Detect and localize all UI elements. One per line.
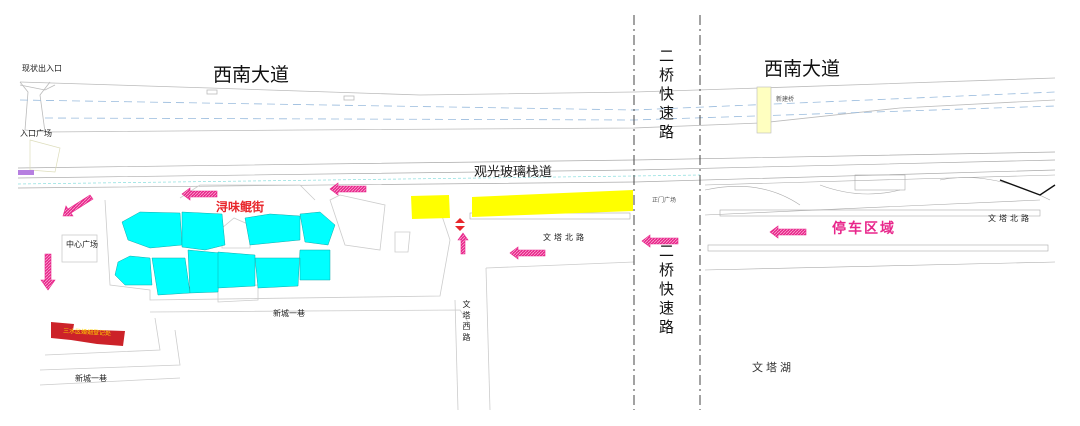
arrow-left-icon xyxy=(509,246,546,260)
road-label-glass-walkway: 观光玻璃栈道 xyxy=(474,165,553,180)
label-existing-entrance: 现状出入口 xyxy=(22,64,62,73)
arrow-left-icon xyxy=(769,225,807,239)
entrance-marker xyxy=(18,170,34,175)
road-label-xincheng-lane: 新城一巷 xyxy=(273,309,305,318)
road-label-xincheng-lane-west: 新城一巷 xyxy=(75,374,107,383)
arrow-left-icon xyxy=(181,187,218,201)
yellow-block-large xyxy=(472,190,633,217)
new-bridge xyxy=(756,86,772,134)
road-label-erqiao-south: 二桥快速路 xyxy=(657,243,675,338)
two-way-marker-icon xyxy=(455,218,465,231)
label-wenta-lake: 文塔湖 xyxy=(752,361,794,374)
direction-arrows xyxy=(40,182,807,291)
label-central-plaza: 中心广场 xyxy=(66,240,98,249)
label-main-gate-plaza: 正门广场 xyxy=(652,197,677,204)
food-street-buildings xyxy=(114,211,336,296)
xinan-avenue-road xyxy=(19,77,1056,133)
parking-lots xyxy=(469,174,1056,271)
road-label-wenta-west: 文塔西路 xyxy=(462,300,471,344)
arrow-left-icon xyxy=(329,182,367,196)
arrow-left-icon xyxy=(641,234,679,248)
road-label-wenta-north-east: 文塔北路 xyxy=(988,214,1032,223)
road-label-wenta-north: 文塔北路 xyxy=(543,233,587,242)
label-parking-area: 停车区域 xyxy=(832,221,896,237)
label-food-street: 浔味鲲街 xyxy=(216,200,265,214)
registry-building xyxy=(51,322,125,346)
streets xyxy=(39,184,635,411)
label-new-bridge: 新建桥 xyxy=(776,96,795,103)
road-label-xinan-avenue: 西南大道 xyxy=(213,64,290,86)
yellow-block-small xyxy=(411,195,450,219)
arrow-downleft-icon xyxy=(62,194,94,217)
glass-walkway-band xyxy=(17,139,1056,189)
road-label-xinan-avenue-east: 西南大道 xyxy=(764,58,841,80)
arrow-up-icon xyxy=(457,232,469,255)
label-entrance-plaza: 入口广场 xyxy=(20,129,52,138)
arrow-down-icon xyxy=(40,253,56,291)
road-label-erqiao-north: 二桥快速路 xyxy=(657,48,675,143)
